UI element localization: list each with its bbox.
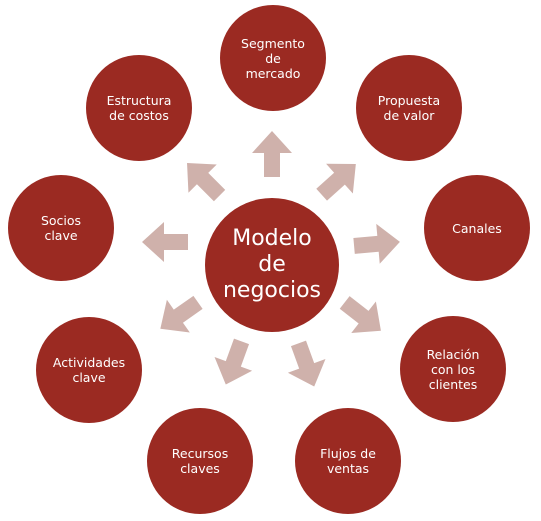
- arrow-to-canales: [353, 223, 400, 264]
- block-label: Flujos de ventas: [320, 446, 376, 476]
- block-label: Actividades clave: [52, 355, 126, 385]
- arrow-to-segmento: [252, 131, 292, 177]
- block-flujos: Flujos de ventas: [295, 408, 401, 514]
- block-canales: Canales: [424, 175, 530, 281]
- block-recursos: Recursos claves: [147, 408, 253, 514]
- arrow-to-actividades: [160, 295, 203, 333]
- block-label: Socios clave: [40, 213, 82, 243]
- block-label: Propuesta de valor: [377, 93, 441, 123]
- arrow-to-propuesta: [316, 163, 356, 201]
- block-propuesta: Propuesta de valor: [356, 55, 462, 161]
- arrow-to-relacion: [339, 296, 381, 333]
- block-estructura: Estructura de costos: [86, 55, 192, 161]
- block-label: Relación con los clientes: [426, 346, 480, 392]
- arrow-to-estructura: [187, 163, 226, 202]
- arrow-to-socios: [142, 222, 188, 262]
- block-label: Segmento de mercado: [241, 35, 305, 81]
- block-segmento: Segmento de mercado: [220, 5, 326, 111]
- center-label: Modelo de negocios: [222, 226, 322, 303]
- block-label: Recursos claves: [171, 446, 229, 476]
- arrow-to-flujos: [287, 340, 326, 387]
- block-actividades: Actividades clave: [36, 317, 142, 423]
- arrow-to-recursos: [214, 338, 253, 385]
- center-circle: Modelo de negocios: [205, 198, 339, 332]
- block-label: Canales: [452, 220, 502, 236]
- block-label: Estructura de costos: [106, 93, 172, 123]
- block-relacion: Relación con los clientes: [400, 316, 506, 422]
- block-socios: Socios clave: [8, 175, 114, 281]
